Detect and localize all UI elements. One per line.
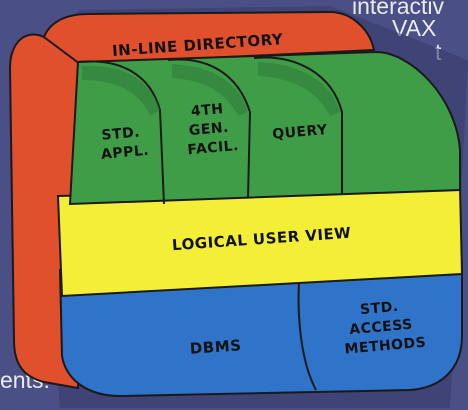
access-line-3: METHODS: [344, 335, 427, 358]
tools-block: [68, 50, 461, 206]
directory-top-band: [42, 10, 376, 66]
storage-block: [58, 260, 463, 398]
tab-shade-1: [82, 65, 160, 116]
dbms-label: DBMS: [189, 336, 242, 358]
std-appl-line-2: APPL.: [100, 143, 149, 163]
query-line-1: QUERY: [272, 122, 329, 143]
tool-label-fourth-gen: 4TH GEN. FACIL.: [184, 100, 240, 158]
access-line-1: STD.: [360, 299, 400, 318]
tools-tab-edge-3: [253, 56, 343, 194]
bg-text-line-1: interactiv: [352, 0, 445, 19]
tab-shade-2: [172, 64, 248, 116]
access-methods-label: STD. ACCESS METHODS: [341, 297, 427, 358]
access-line-2: ACCESS: [349, 317, 414, 338]
fourth-gen-line-1: 4TH: [190, 101, 224, 120]
tool-label-query: QUERY: [272, 122, 329, 143]
tools-tab-edge-2: [167, 58, 252, 199]
std-appl-line-1: STD.: [101, 124, 141, 143]
fourth-gen-line-2: GEN.: [188, 120, 229, 139]
fourth-gen-line-3: FACIL.: [187, 138, 240, 158]
tool-label-std-appl: STD. APPL.: [99, 124, 150, 163]
tab-shade-3: [258, 62, 340, 116]
